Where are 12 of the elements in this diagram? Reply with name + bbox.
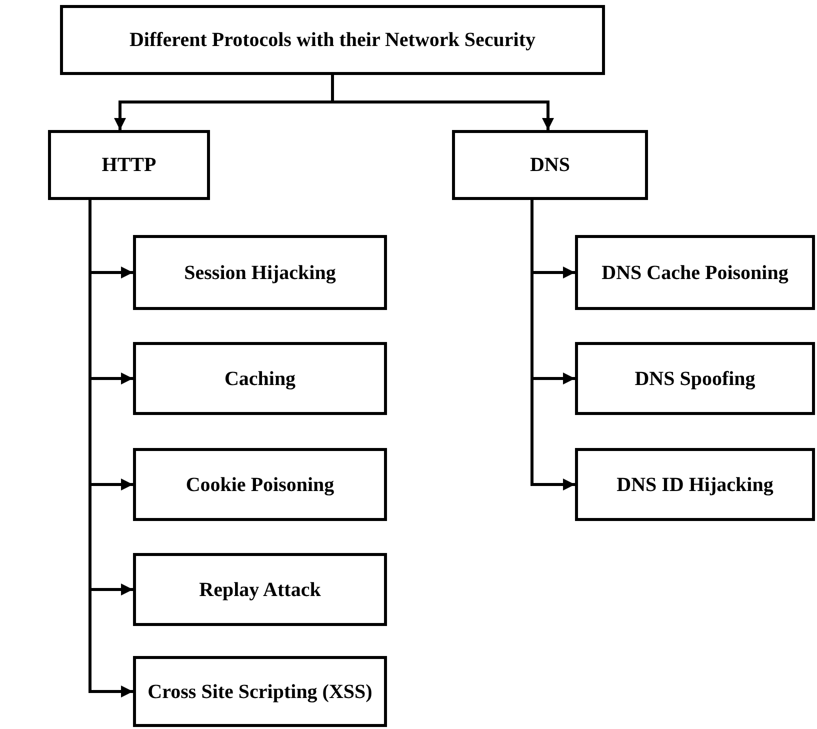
attack-box: Session Hijacking — [133, 235, 387, 310]
attack-box: DNS ID Hijacking — [575, 448, 815, 521]
protocol-box: HTTP — [48, 130, 210, 200]
attack-box: DNS Cache Poisoning — [575, 235, 815, 310]
protocol-box: DNS — [452, 130, 648, 200]
attack-box: Caching — [133, 342, 387, 415]
arrow — [530, 200, 575, 490]
attack-box: DNS Spoofing — [575, 342, 815, 415]
attack-box: Replay Attack — [133, 553, 387, 626]
attack-box: Cross Site Scripting (XSS) — [133, 656, 387, 727]
attack-box: Cookie Poisoning — [133, 448, 387, 521]
title-box: Different Protocols with their Network Security — [60, 5, 605, 75]
